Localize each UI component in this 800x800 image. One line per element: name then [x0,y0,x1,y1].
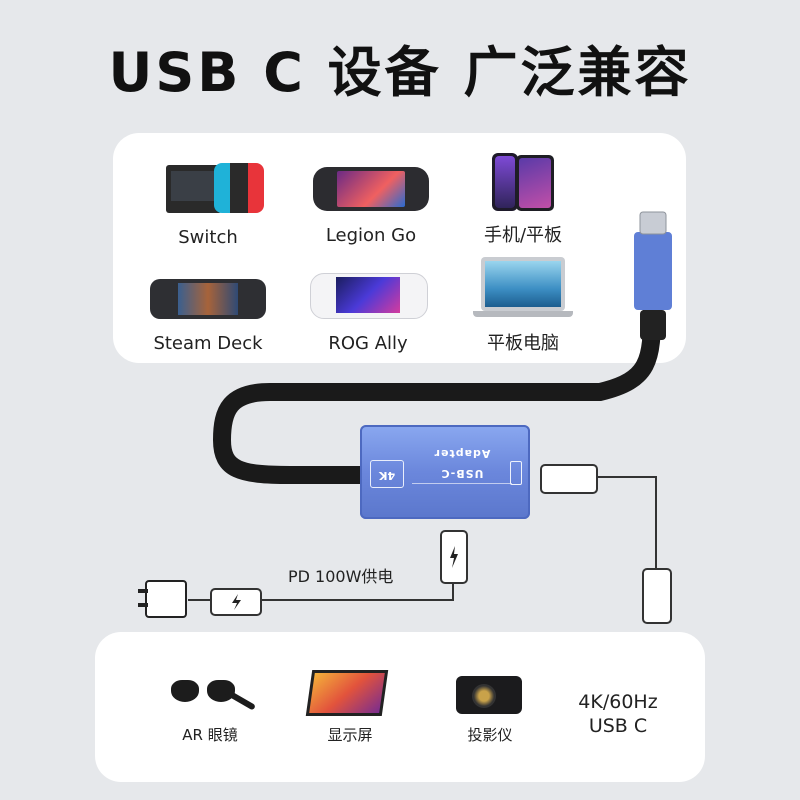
legion-go-icon [309,161,433,217]
device-switch: Switch [133,161,283,248]
source-devices-panel: Switch Legion Go 手机/平板 Steam Deck ROG Al… [113,133,686,363]
device-laptop: 平板电脑 [448,255,598,355]
adapter-label: USB-C Adapter [412,447,512,484]
output-wire [596,476,657,570]
usb-c-adapter: 4K USB-C Adapter [360,425,530,519]
rog-ally-icon [306,267,430,323]
device-monitor: 显示屏 [275,666,425,745]
device-steam-deck: Steam Deck [133,273,283,354]
device-label: AR 眼镜 [182,726,238,744]
steam-deck-icon [148,273,268,323]
display-devices-panel: AR 眼镜 显示屏 投影仪 [95,632,705,782]
device-label: ROG Ally [328,333,408,354]
cable-strain-relief [640,310,666,340]
device-label: 显示屏 [327,726,373,744]
usb-c-plug-tip [639,211,667,235]
power-wire [258,580,454,601]
page-title: USB C 设备 广泛兼容 [108,41,692,104]
device-label: 投影仪 [467,726,513,744]
power-delivery-label: PD 100W供电 [288,567,394,586]
device-rog-ally: ROG Ally [293,267,443,354]
device-legion-go: Legion Go [296,161,446,246]
output-usb-c-plug-icon [540,464,598,494]
switch-console-icon [148,161,268,221]
device-label: 平板电脑 [487,333,559,354]
lightning-icon [232,594,241,610]
projector-icon [450,666,530,720]
spec-interface: USB C [588,715,648,737]
charger-usb-c-plug-icon [210,588,262,616]
spec-resolution: 4K/60Hz [578,691,658,713]
phone-tablet-icon [488,151,558,215]
adapter-4k-badge: 4K [370,460,404,488]
device-ar-glasses: AR 眼镜 [135,666,285,745]
device-label: 手机/平板 [483,225,563,246]
ar-glasses-icon [165,666,256,720]
display-usb-c-plug-icon [642,568,672,624]
device-projector: 投影仪 [415,666,565,745]
device-label: Switch [178,227,238,248]
device-label: Legion Go [325,225,417,246]
usb-c-plug-housing [634,232,672,310]
wall-charger-icon [138,580,187,618]
portable-monitor-icon [305,666,395,720]
output-spec: 4K/60Hz USB C [563,690,673,738]
adapter-port-icon [510,461,522,485]
device-label: Steam Deck [153,333,263,354]
pd-usb-c-plug-icon [440,530,468,584]
braided-cable [212,301,661,484]
laptop-icon [471,255,575,319]
lightning-icon [450,546,458,568]
device-phone-tablet: 手机/平板 [448,151,598,247]
